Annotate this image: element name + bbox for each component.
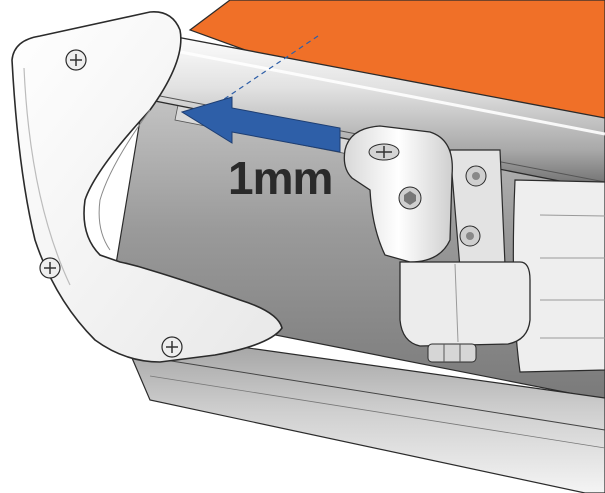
measurement-label: 1mm [228, 152, 332, 204]
screw-icon [39, 257, 61, 279]
profile-edge-line [139, 355, 605, 431]
cassette-bottom-profile [119, 329, 605, 493]
nut-icon [427, 343, 477, 363]
tube-highlight [159, 46, 605, 136]
alignment-guide-line [195, 35, 319, 119]
end-cap-icon [11, 11, 283, 363]
end-cap-inner-edge [98, 109, 151, 251]
hex-bolt-icon [459, 225, 481, 247]
screw-head-icon [368, 143, 400, 161]
support-block [399, 261, 531, 347]
bracket-assembly [343, 125, 605, 373]
end-cap-edge [23, 67, 71, 286]
screw-icon [161, 336, 183, 358]
arrow-left-icon [180, 96, 341, 153]
screw-icon [65, 49, 87, 71]
hex-bolt-icon [465, 165, 487, 187]
hex-socket-icon [398, 186, 422, 210]
profile-edge-line [149, 375, 605, 449]
clamp-block [343, 125, 453, 263]
